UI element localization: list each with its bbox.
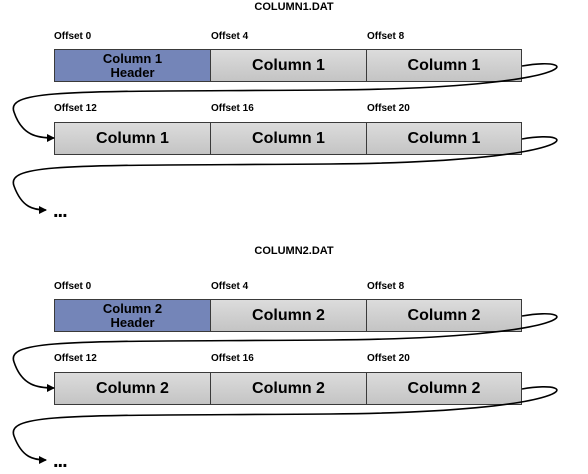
column-block: Column 1 (366, 49, 522, 82)
header-block-label: Column 1 (102, 50, 163, 66)
offset-label: Offset 0 (54, 281, 92, 292)
column-block: Column 2 (54, 372, 211, 405)
header-block-label: Header (110, 64, 155, 80)
column-block: Column 2 (366, 299, 522, 332)
wrap-connector (12, 386, 558, 464)
offset-label: Offset 16 (211, 103, 254, 114)
header-block-label: Column 2 (102, 300, 163, 316)
column-block: Column 1 (366, 122, 522, 155)
offset-label: Offset 16 (211, 353, 254, 364)
header-block: Column 1 Header (54, 49, 211, 82)
file-title: COLUMN1.DAT (254, 1, 334, 13)
header-block: Column 2 Header (54, 299, 211, 332)
offset-label: Offset 8 (367, 281, 405, 292)
offset-label: Offset 0 (54, 31, 92, 42)
offset-label: Offset 8 (367, 31, 405, 42)
header-block-label: Header (110, 314, 155, 330)
offset-label: Offset 20 (367, 353, 410, 364)
offset-label: Offset 4 (211, 31, 249, 42)
wrap-connector (12, 312, 558, 392)
column-block: Column 2 (366, 372, 522, 405)
offset-label: Offset 20 (367, 103, 410, 114)
file-title: COLUMN2.DAT (254, 245, 334, 257)
offset-label: Offset 4 (211, 281, 249, 292)
column-block: Column 1 (54, 122, 211, 155)
column-block: Column 2 (210, 372, 367, 405)
offset-label: Offset 12 (54, 103, 97, 114)
offset-label: Offset 12 (54, 353, 97, 364)
wrap-connector (12, 136, 558, 214)
wrap-connector (12, 62, 558, 142)
column-block: Column 2 (210, 299, 367, 332)
column-block: Column 1 (210, 122, 367, 155)
